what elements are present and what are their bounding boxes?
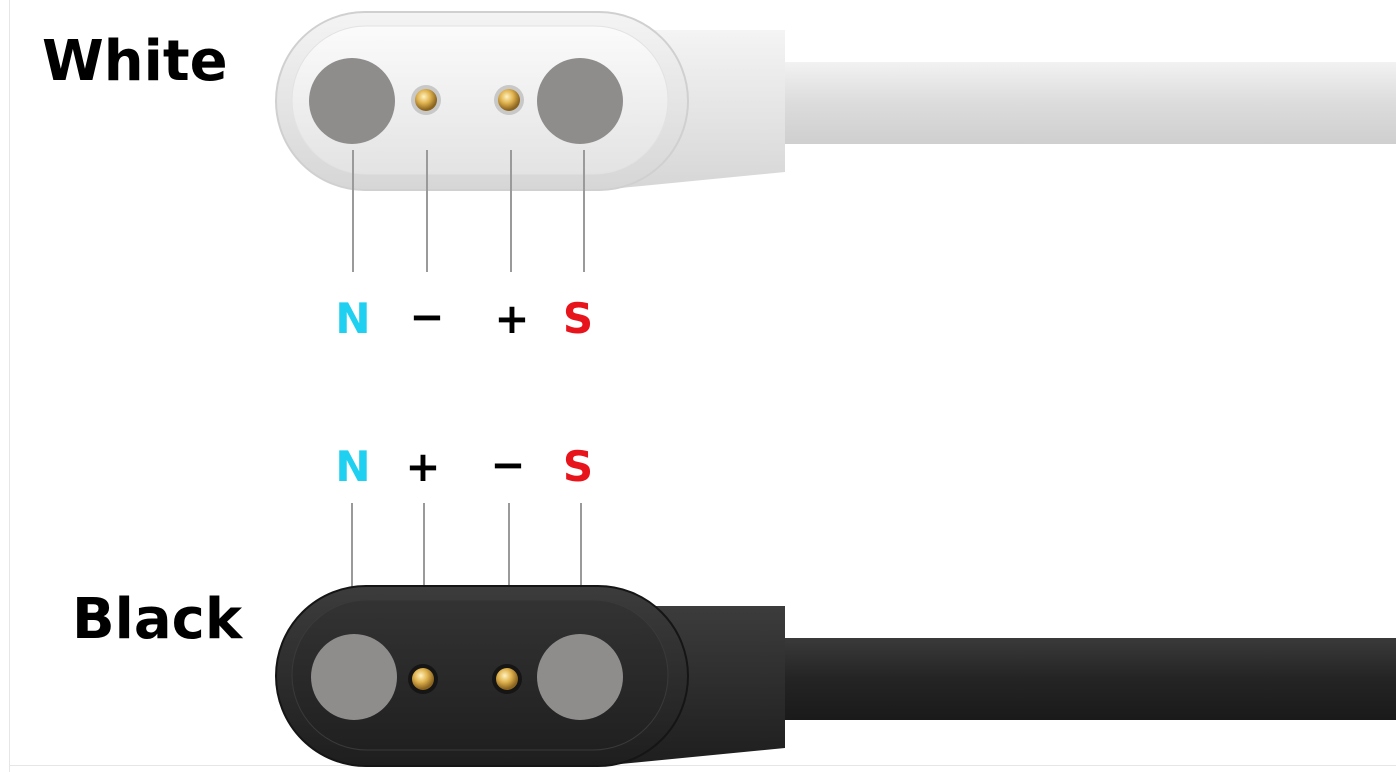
black-connector-title: Black [72,587,243,652]
white-magnet-s [537,58,623,144]
white-pin-label-4: S [562,294,594,343]
white-cable [780,62,1396,144]
black-cable [780,638,1396,720]
black-pogo-pin-1-tip [412,668,434,690]
white-pin-label-1: N [335,294,371,343]
white-connector-diagram [275,11,1396,272]
black-pin-label-2: + [405,442,441,491]
white-pin-label-2: − [409,292,445,341]
white-pogo-pin-2-tip [498,89,520,111]
black-pogo-pin-2-tip [496,668,518,690]
black-magnet-n [311,634,397,720]
black-connector-face [291,599,669,751]
black-pogo-pin-1 [408,664,438,694]
white-connector-title: White [42,29,228,94]
black-pin-label-4: S [562,442,594,491]
white-pin-label-3: + [494,294,530,343]
black-pogo-pin-2 [492,664,522,694]
black-pin-label-3: − [490,440,526,489]
white-magnet-n [309,58,395,144]
black-connector-body [275,585,689,767]
white-pogo-pin-1-tip [415,89,437,111]
black-magnet-s [537,634,623,720]
black-pin-label-1: N [335,442,371,491]
frame-edge-left [9,0,10,772]
frame-edge-bottom [9,765,1396,766]
black-strain-relief [600,606,785,766]
